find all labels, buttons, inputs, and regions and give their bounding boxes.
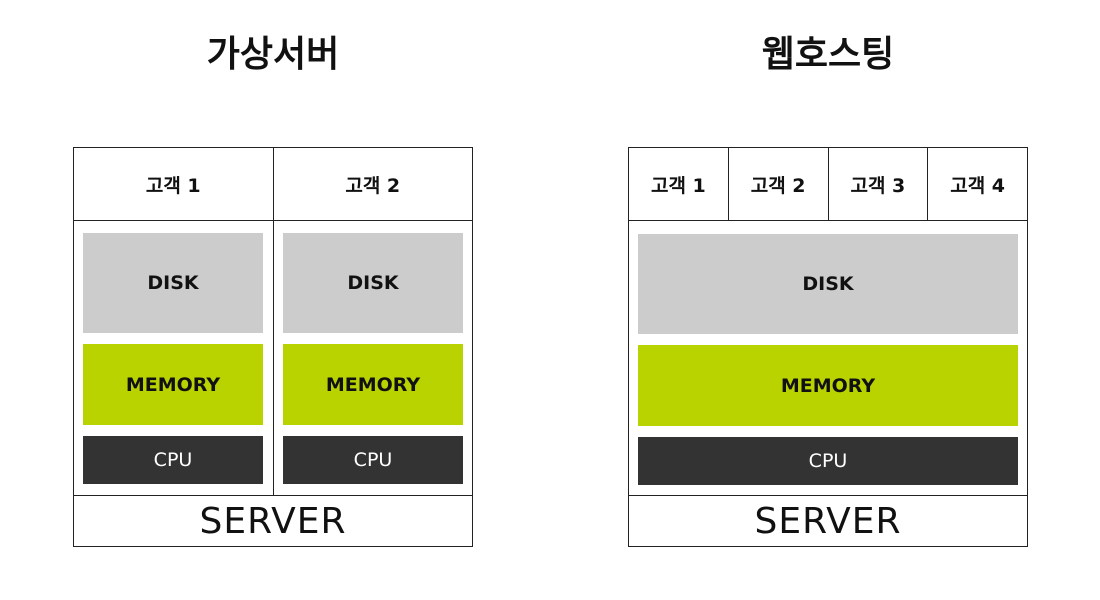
cpu-block: CPU	[83, 436, 263, 484]
web-hosting-panel: 고객 1 고객 2 고객 3 고객 4 DISK MEMORY CPU SERV…	[628, 147, 1028, 547]
disk-block: DISK	[638, 234, 1018, 334]
resource-area: DISK MEMORY CPU DISK MEMORY CPU	[74, 221, 472, 495]
resource-area: DISK MEMORY CPU	[629, 221, 1027, 495]
customer-cell: 고객 4	[927, 148, 1027, 220]
customer-row: 고객 1 고객 2	[74, 148, 472, 221]
cpu-block: CPU	[638, 437, 1018, 485]
customer-cell: 고객 1	[145, 174, 201, 197]
customer-cell: 고객 2	[272, 148, 473, 220]
memory-block: MEMORY	[83, 344, 263, 425]
web-hosting-title: 웹호스팅	[761, 34, 895, 75]
cpu-block: CPU	[283, 436, 463, 484]
disk-block: DISK	[283, 233, 463, 333]
virtual-server-title: 가상서버	[206, 34, 340, 75]
customer-cell: 고객 3	[827, 148, 928, 220]
disk-block: DISK	[83, 233, 263, 333]
memory-block: MEMORY	[283, 344, 463, 425]
memory-block: MEMORY	[638, 345, 1018, 426]
customer-row: 고객 1 고객 2 고객 3 고객 4	[629, 148, 1027, 221]
customer-cell: 고객 1	[650, 174, 706, 197]
column-divider	[273, 221, 274, 495]
virtual-server-panel: 고객 1 고객 2 DISK MEMORY CPU DISK MEMORY CP…	[73, 147, 473, 547]
server-label: SERVER	[629, 495, 1027, 546]
server-label: SERVER	[74, 495, 472, 546]
customer-cell: 고객 2	[727, 148, 828, 220]
